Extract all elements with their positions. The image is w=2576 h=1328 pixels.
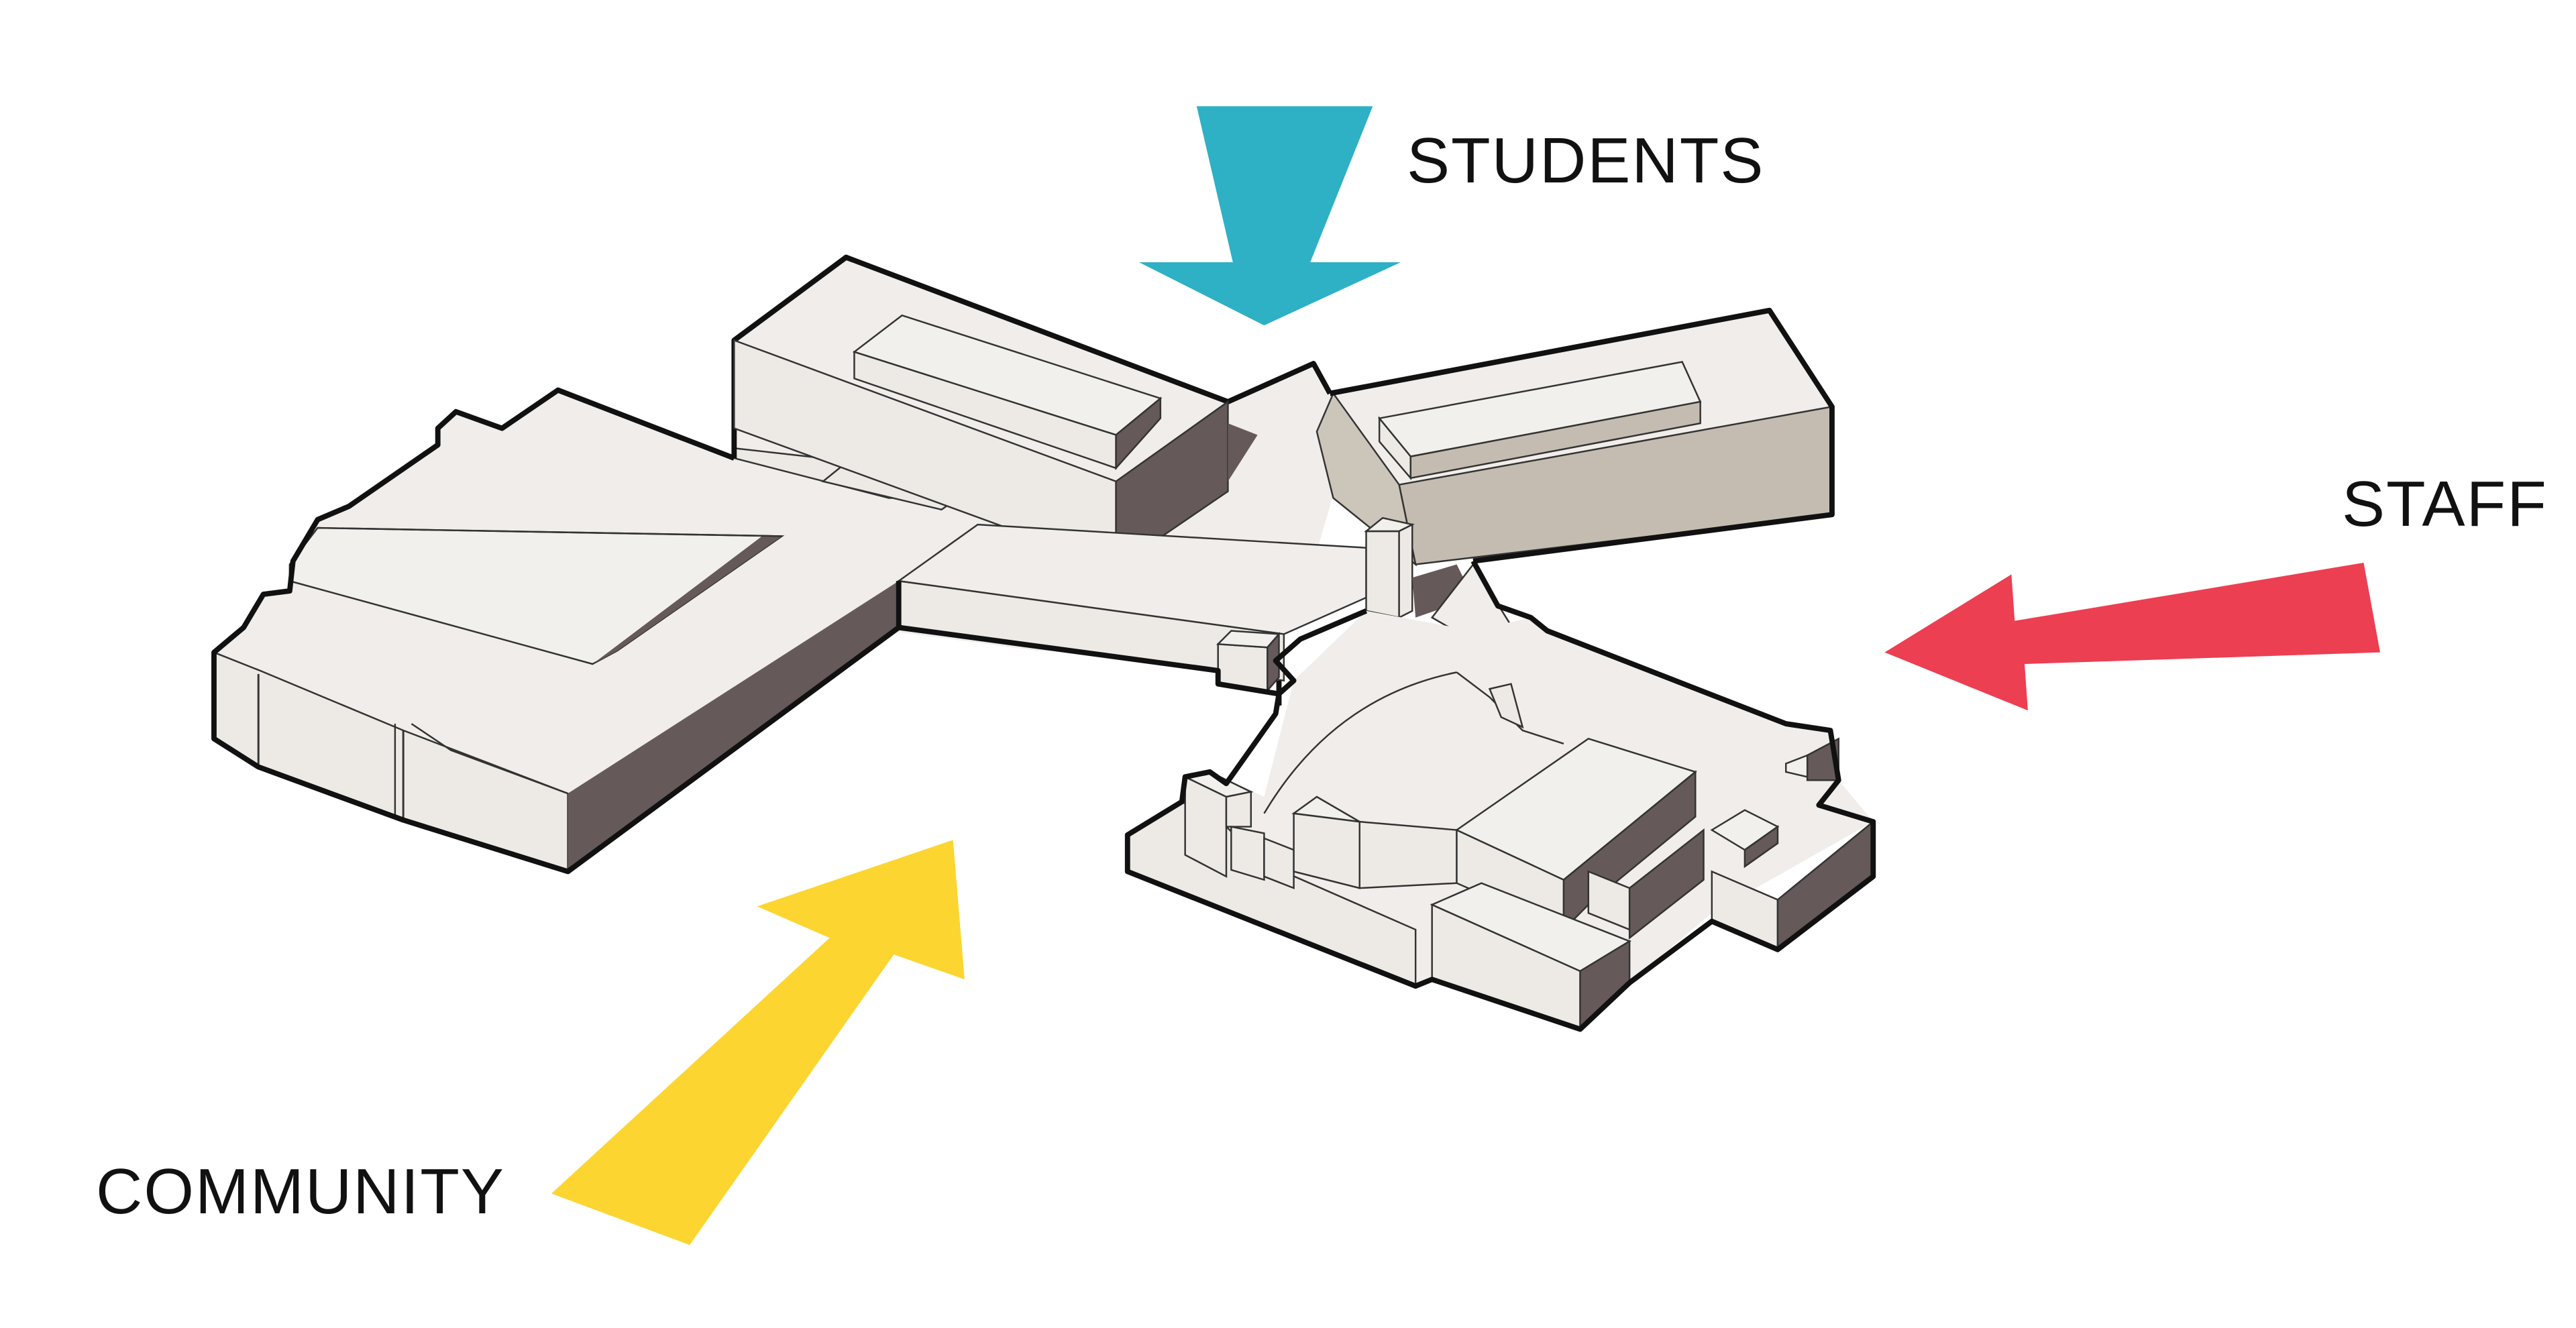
- block-e-front: [1358, 820, 1458, 889]
- main-building-outline: [1124, 559, 1876, 1032]
- tower-shadow: [1412, 564, 1474, 618]
- central-link: [896, 516, 1524, 706]
- staff-arrow-icon: [1884, 563, 2381, 711]
- main-building-outline: [1273, 608, 1368, 696]
- tower-front: [1365, 530, 1400, 619]
- left-roof-monitor-edge: [317, 527, 782, 537]
- left-building-wall-joint: [411, 723, 568, 795]
- block-k-top: [1785, 754, 1809, 778]
- block-h-shadow: [1628, 828, 1705, 940]
- community-label: COMMUNITY: [96, 1156, 505, 1227]
- top-building-cast-shadow: [1228, 423, 1258, 482]
- block-a-side: [1225, 791, 1252, 828]
- left-building-outline: [211, 387, 901, 875]
- link-outline: [896, 581, 1280, 697]
- dome-roof-edge: [1263, 671, 1457, 814]
- block-c-front: [1263, 837, 1295, 889]
- dome-notch: [1488, 683, 1524, 729]
- tower-side: [1398, 523, 1413, 619]
- staff-label: STAFF: [2342, 468, 2548, 540]
- students-label: STUDENTS: [1407, 125, 1765, 197]
- community-arrow-icon: [551, 840, 965, 1246]
- top-right-building: [1316, 307, 1835, 567]
- top-skylight-shadow: [1115, 396, 1162, 471]
- left-building-shadow-wall: [568, 524, 978, 872]
- left-building-roof: [213, 257, 1399, 794]
- left-roof-monitor-shadow: [592, 536, 782, 664]
- students-arrow-icon: [1138, 106, 1401, 326]
- link-bridge-box-side: [1267, 632, 1280, 693]
- block-e-top: [1291, 795, 1360, 823]
- right-skylight-side: [1409, 400, 1701, 480]
- bottom-right-building: [1124, 559, 1876, 1032]
- block-b-front: [1230, 826, 1265, 881]
- top-middle-building: [733, 314, 1258, 569]
- block-j-shadow: [1743, 825, 1779, 869]
- right-upper-outline: [1329, 307, 1835, 564]
